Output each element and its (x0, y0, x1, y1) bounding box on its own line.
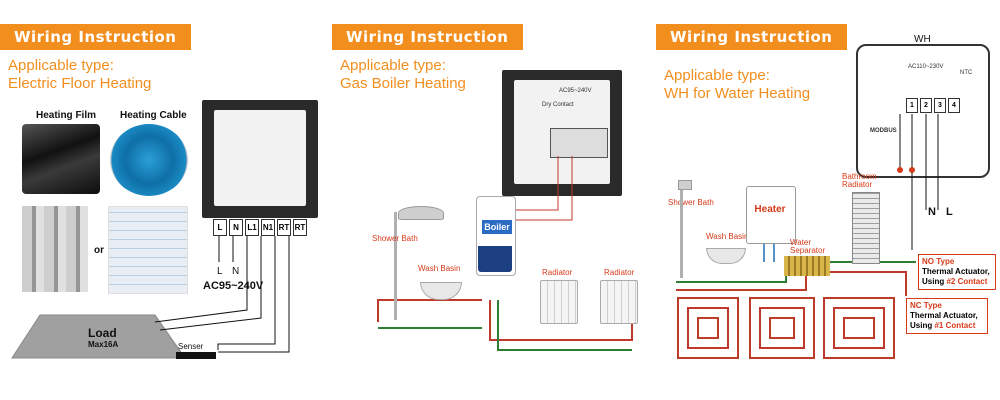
voltage-label: AC95~240V (203, 280, 264, 292)
no-type-using-prefix: Using (922, 277, 947, 286)
panel-gas-boiler: Wiring Instruction Applicable type: Gas … (332, 0, 652, 400)
terminal-n: N (229, 219, 243, 236)
heater-label: Heater (754, 204, 786, 215)
wh-terminal-3: 3 (934, 98, 946, 113)
dry-contact-label: Dry Contact (542, 102, 574, 108)
nc-type-contact: #1 Contact (934, 321, 976, 330)
water-separator-label-1: Water (790, 238, 812, 247)
applicable-label: Applicable type: (664, 67, 770, 84)
wh-modbus-label: MODBUS (870, 128, 897, 134)
wh-ntc-label: NTC (960, 70, 973, 76)
terminal-rt-2: RT (293, 219, 307, 236)
applicable-type: Gas Boiler Heating (340, 75, 466, 92)
shower-pipe (680, 182, 683, 278)
applicable-type: Electric Floor Heating (8, 75, 152, 92)
wiring-instruction-banner: Wiring Instruction (656, 24, 847, 50)
shower-pipe (394, 212, 397, 320)
nc-type-actuator: Thermal Actuator, (910, 311, 978, 320)
terminal-l: L (213, 219, 227, 236)
wash-basin-label: Wash Basin (418, 264, 461, 273)
terminal-rt-1: RT (277, 219, 291, 236)
load-max-label: Max16A (88, 340, 119, 349)
wiring-instruction-banner: Wiring Instruction (0, 24, 191, 50)
boiler-badge: Boiler (482, 220, 512, 234)
panel2-pipes (377, 156, 633, 351)
terminal-strip: L N L1 N1 RT RT (213, 219, 307, 236)
wh-label: WH (914, 34, 931, 45)
wh-terminal-4: 4 (948, 98, 960, 113)
wh-terminal-2: 2 (920, 98, 932, 113)
heater-unit (746, 186, 796, 244)
panel1-wiring (11, 236, 290, 359)
terminal-n1: N1 (261, 219, 275, 236)
applicable-type: WH for Water Heating (664, 85, 811, 102)
radiator-label-1: Radiator (542, 268, 573, 277)
power-l-label: L (217, 266, 223, 277)
wh-terminal-strip: 1 2 3 4 (906, 98, 960, 113)
load-label: Load (88, 326, 117, 340)
applicable-label: Applicable type: (8, 57, 114, 74)
water-separator (784, 256, 830, 276)
shower-head (678, 180, 692, 190)
no-type-note: NO Type Thermal Actuator, Using #2 Conta… (918, 254, 996, 290)
panel-floor-heating: Wiring Instruction Applicable type: Elec… (0, 0, 330, 400)
water-separator-label-2: Separator (790, 246, 826, 255)
heating-cable-image (110, 124, 188, 196)
panel3-wiring-and-pipes (676, 114, 939, 359)
panel-water-heating: Wiring Instruction Applicable type: WH f… (656, 0, 1000, 400)
shower-bath-label: Shower Bath (668, 198, 714, 207)
wh-voltage-label: AC110~230V (908, 64, 944, 70)
power-n-label: N (232, 266, 240, 277)
heating-film-label: Heating Film (36, 110, 97, 121)
floor-cable-photo (108, 206, 188, 294)
no-type-contact: #2 Contact (946, 277, 988, 286)
wiring-instruction-banner: Wiring Instruction (332, 24, 523, 50)
thermostat-back-plate (214, 110, 306, 206)
shower-bath-label: Shower Bath (372, 234, 418, 243)
no-type-actuator: Thermal Actuator, (922, 267, 990, 276)
power-l-label: L (946, 206, 953, 218)
senser-label: Senser (178, 342, 204, 351)
nc-type-using: Using #1 Contact (910, 321, 984, 331)
nc-type-note: NC Type Thermal Actuator, Using #1 Conta… (906, 298, 988, 334)
wh-terminal-1: 1 (906, 98, 918, 113)
or-label: or (94, 245, 104, 256)
applicable-label: Applicable type: (340, 57, 446, 74)
terminal-l1: L1 (245, 219, 259, 236)
radiator-2 (600, 280, 638, 324)
bathroom-radiator-label-1: Bathroom (842, 172, 877, 181)
shower-head (398, 206, 444, 220)
heating-film-image (22, 124, 100, 194)
wash-basin-label: Wash Basin (706, 232, 749, 241)
radiator-1 (540, 280, 578, 324)
thermostat-device (202, 100, 318, 218)
nc-type-title: NC Type (910, 301, 942, 310)
boiler-base (478, 246, 512, 272)
floor-film-photo (22, 206, 88, 292)
nc-type-using-prefix: Using (910, 321, 935, 330)
sensor-probe (176, 352, 216, 359)
radiator-label-2: Radiator (604, 268, 635, 277)
device-voltage-label: AC95~240V (559, 88, 592, 94)
power-n-label: N (928, 206, 936, 218)
bathroom-radiator (852, 192, 880, 264)
terminal-block (550, 128, 608, 158)
no-type-using: Using #2 Contact (922, 277, 992, 287)
heating-cable-label: Heating Cable (120, 110, 187, 121)
no-type-title: NO Type (922, 257, 955, 266)
bathroom-radiator-label-2: Radiator (842, 180, 873, 189)
